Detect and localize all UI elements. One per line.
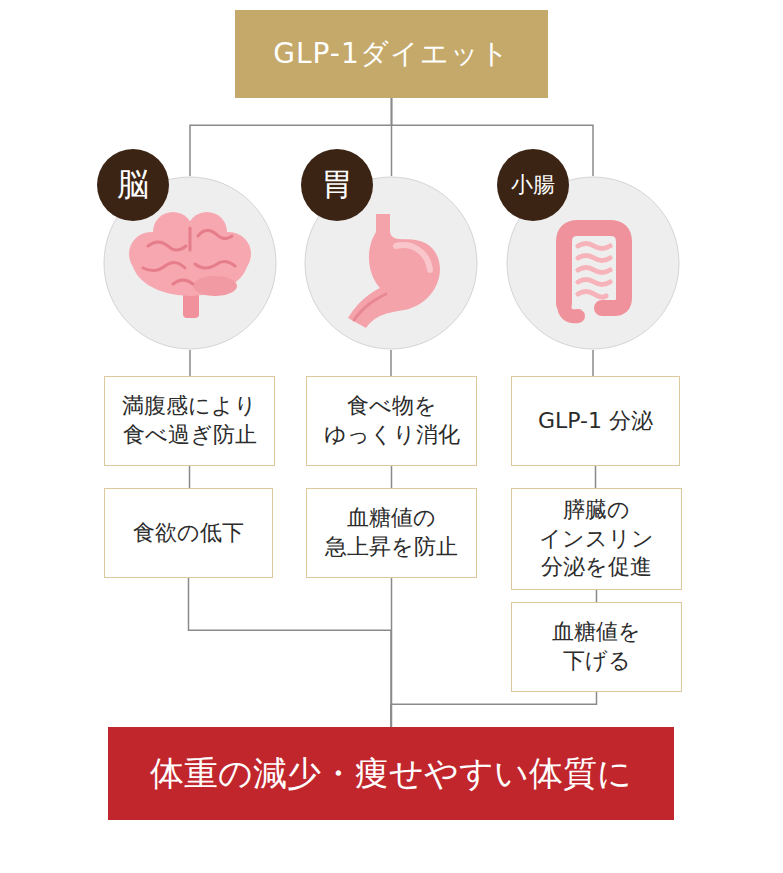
organ-label: 小腸 xyxy=(511,171,555,200)
organ-circle: 脳 xyxy=(103,176,277,350)
connector-line xyxy=(189,578,392,727)
process-box-text: GLP-1 分泌 xyxy=(538,407,653,436)
process-box-text: 血糖値を 下げる xyxy=(518,618,675,675)
organ-circle: 小腸 xyxy=(506,176,680,350)
process-box: 血糖値の 急上昇を防止 xyxy=(306,488,477,578)
organ-badge: 脳 xyxy=(97,149,169,221)
connector-line xyxy=(596,590,598,602)
process-box: 満腹感により 食べ過ぎ防止 xyxy=(104,376,275,466)
process-box-text: 食欲の低下 xyxy=(133,519,244,548)
process-box: 膵臓の インスリン 分泌を促進 xyxy=(511,488,682,590)
connector-line xyxy=(391,692,597,727)
process-box-text: 血糖値の 急上昇を防止 xyxy=(313,504,470,561)
process-box-text: 満腹感により 食べ過ぎ防止 xyxy=(111,392,268,449)
organ-label: 脳 xyxy=(117,164,149,206)
process-box: 血糖値を 下げる xyxy=(511,602,682,692)
process-box: 食欲の低下 xyxy=(104,488,273,578)
connector-line xyxy=(391,466,393,488)
organ-badge: 小腸 xyxy=(497,149,569,221)
title-box-text: GLP-1ダイエット xyxy=(273,36,509,72)
process-box-text: 膵臓の インスリン 分泌を促進 xyxy=(518,496,675,582)
process-box-text: 食べ物を ゆっくり消化 xyxy=(313,392,470,449)
connector-line xyxy=(189,466,191,488)
connector-line xyxy=(592,350,594,376)
organ-circle: 胃 xyxy=(304,176,478,350)
process-box: 食べ物を ゆっくり消化 xyxy=(306,376,477,466)
connector-line xyxy=(390,350,392,376)
result-box-text: 体重の減少・痩せやすい体質に xyxy=(150,751,632,795)
organ-label: 胃 xyxy=(321,164,353,206)
organ-badge: 胃 xyxy=(301,149,373,221)
process-box: GLP-1 分泌 xyxy=(511,376,680,466)
result-box: 体重の減少・痩せやすい体質に xyxy=(108,727,674,820)
connector-line xyxy=(595,466,597,488)
connector-line xyxy=(189,350,191,376)
title-box: GLP-1ダイエット xyxy=(235,10,548,98)
